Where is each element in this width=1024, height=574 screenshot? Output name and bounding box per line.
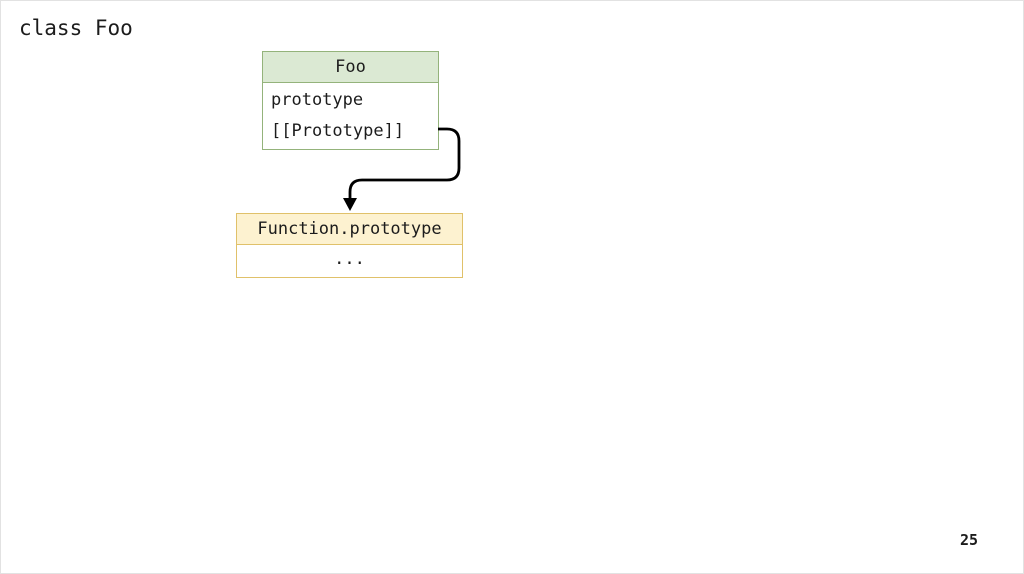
foo-box-row-internal-prototype: [[Prototype]] [271,121,405,141]
function-prototype-box-header: Function.prototype [237,214,462,245]
foo-box-body: prototype [[Prototype]] [263,83,438,149]
function-prototype-box: Function.prototype ... [236,213,463,278]
slide-title: class Foo [19,16,133,40]
function-prototype-box-row-ellipsis: ... [334,249,365,269]
foo-box-row-prototype: prototype [271,90,364,110]
foo-box-header: Foo [263,52,438,83]
page-number: 25 [959,531,979,549]
foo-class-box: Foo prototype [[Prototype]] [262,51,439,150]
function-prototype-box-body: ... [237,245,462,277]
arrow-head-icon [343,198,357,211]
